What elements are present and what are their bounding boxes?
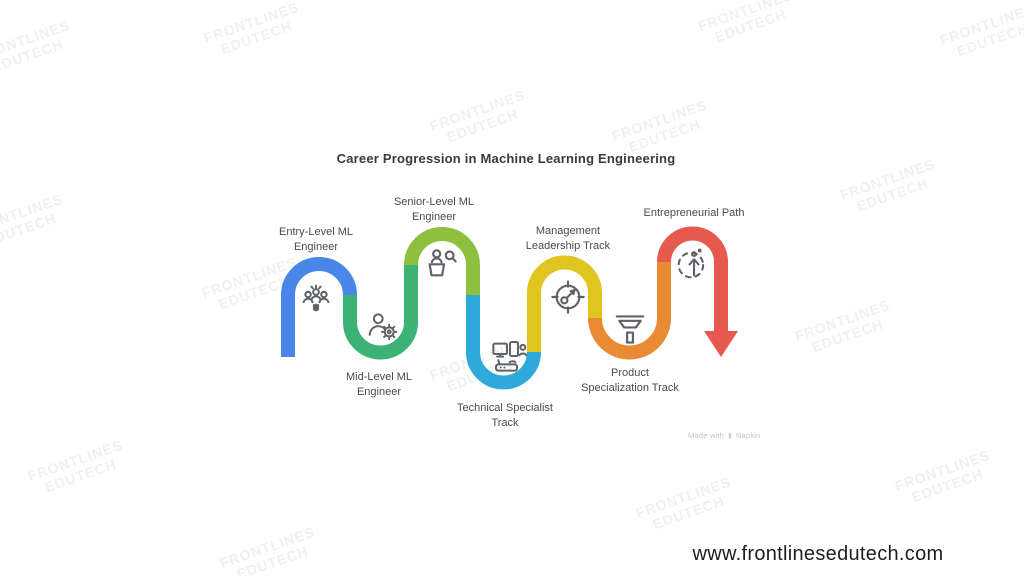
path-segment-management — [527, 255, 602, 352]
attribution-prefix: Made with — [688, 431, 724, 440]
website-url: www.frontlinesedutech.com — [692, 543, 944, 565]
path-segment-mid-level — [343, 265, 418, 360]
path-segment-entrepreneurial — [657, 226, 728, 333]
person-gear-icon — [368, 313, 398, 341]
stage-label-management: Management Leadership Track — [525, 225, 611, 252]
stage-label-entry-level: Entry-Level ML Engineer — [279, 226, 353, 253]
arrow-down-icon — [704, 331, 738, 357]
compass-icon — [551, 280, 585, 314]
stage-label-product: Product Specialization Track — [581, 367, 679, 394]
team-icon — [302, 284, 330, 312]
funnel-icon — [615, 315, 645, 344]
stage-label-entrepreneurial: Entrepreneurial Path — [643, 207, 745, 219]
napkin-attribution: Made with Napkin — [688, 431, 761, 440]
attribution-brand: Napkin — [735, 431, 761, 440]
napkin-pen-icon — [728, 432, 732, 439]
path-segment-senior-level — [404, 227, 480, 295]
presenter-icon — [428, 249, 457, 277]
launch-icon — [677, 248, 705, 279]
path-segment-technical — [466, 295, 541, 390]
path-segment-product — [588, 262, 671, 360]
stage-label-mid-level: Mid-Level ML Engineer — [345, 371, 413, 398]
stage-label-technical: Technical Specialist Track — [457, 402, 553, 429]
path-segment-entry-level — [281, 257, 357, 357]
page-title: Career Progression in Machine Learning E… — [336, 151, 676, 166]
stage-label-senior-level: Senior-Level ML Engineer — [393, 196, 475, 223]
devices-icon — [492, 340, 528, 372]
